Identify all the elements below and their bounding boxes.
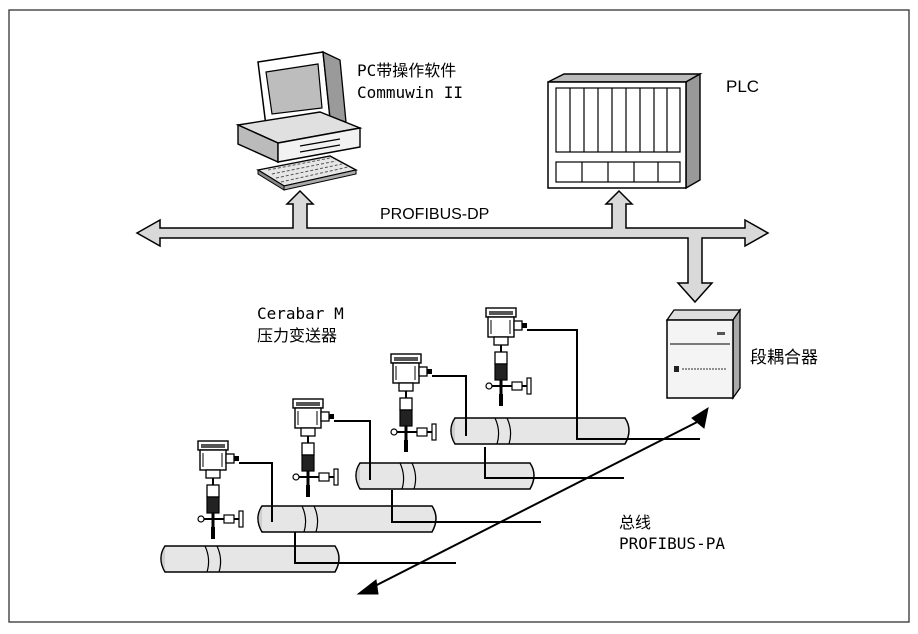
pipe-4 bbox=[450, 417, 630, 445]
pressure-transmitter-icon bbox=[389, 352, 438, 454]
bus-dp-label: PROFIBUS-DP bbox=[380, 206, 489, 223]
diagram-frame bbox=[8, 9, 910, 623]
pressure-transmitter-icon bbox=[484, 306, 533, 408]
pipe-1 bbox=[160, 545, 340, 573]
bus-pa-label-line2: PROFIBUS-PA bbox=[619, 534, 725, 553]
plc-label: PLC bbox=[726, 77, 759, 96]
coupler-label: 段耦合器 bbox=[750, 348, 818, 368]
pipe-3 bbox=[355, 462, 535, 490]
plc-rack-icon bbox=[547, 72, 703, 190]
pc-label-line1: PC带操作软件 bbox=[357, 61, 456, 80]
pc-label-line2: Commuwin II bbox=[357, 83, 463, 102]
profibus-pa-wiring bbox=[239, 329, 706, 590]
segment-coupler-icon bbox=[665, 307, 742, 401]
bus-pa-label-line1: 总线 bbox=[619, 513, 651, 532]
bus-arrowheads bbox=[356, 406, 709, 595]
labels: PC带操作软件 Commuwin II PLC PROFIBUS-DP Cera… bbox=[257, 61, 818, 553]
pipe-2 bbox=[257, 505, 437, 533]
transmitter-label-line1: Cerabar M bbox=[257, 304, 344, 323]
profibus-dp-bus-arrow bbox=[135, 189, 770, 304]
pressure-transmitter-icon bbox=[196, 439, 245, 541]
pressure-transmitter-icon bbox=[291, 397, 340, 499]
transmitter-label-line2: 压力变送器 bbox=[257, 326, 337, 345]
desktop-computer-icon bbox=[235, 50, 363, 191]
